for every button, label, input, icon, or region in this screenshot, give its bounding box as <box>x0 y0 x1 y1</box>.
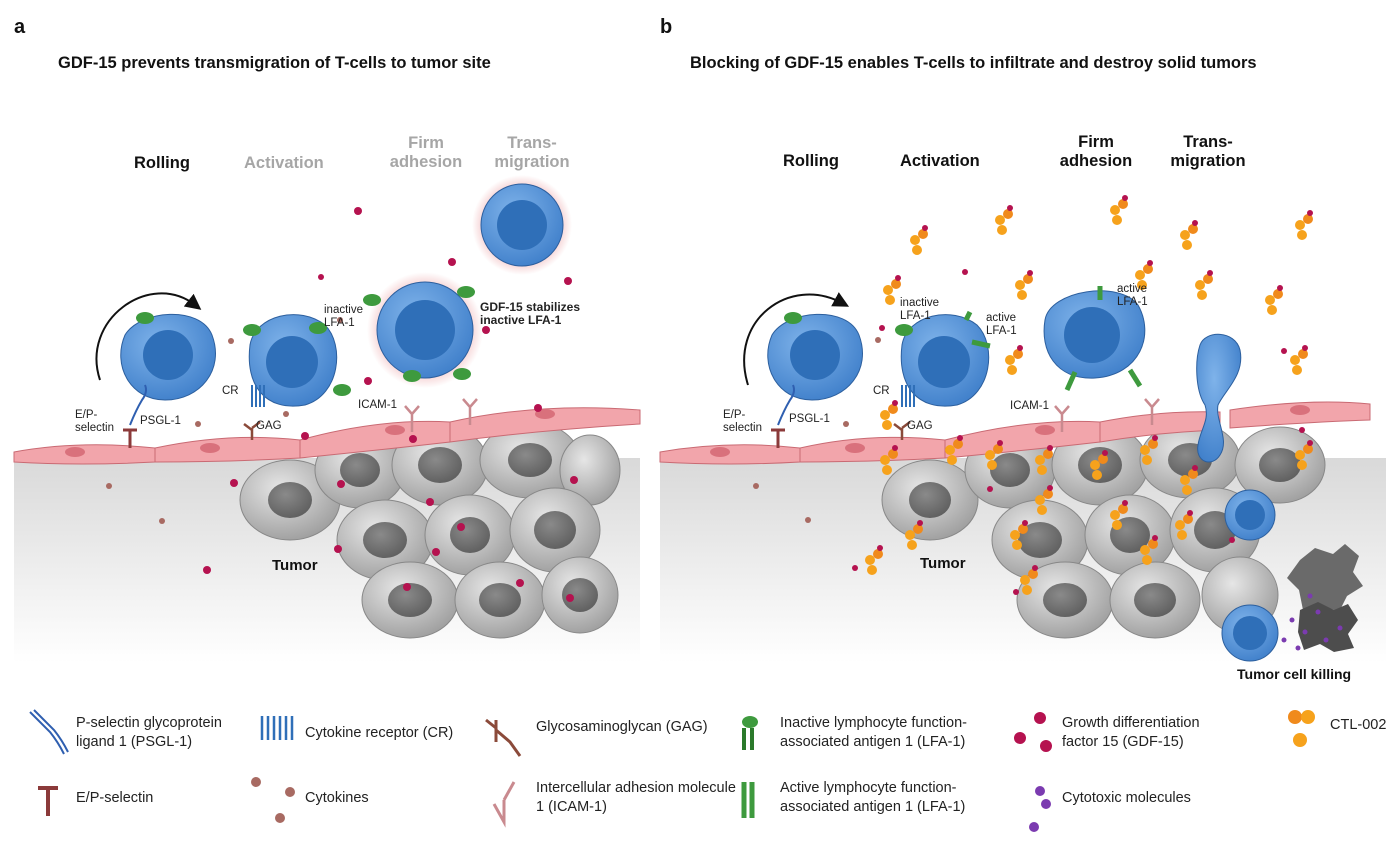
gdf15-molecules-b <box>852 269 1305 595</box>
label-cr-b: CR <box>873 385 890 397</box>
tcell-rolling-b <box>767 312 863 401</box>
legend-active-lfa1: Active lymphocyte function-associated an… <box>780 780 966 815</box>
icam1-icon <box>492 781 516 828</box>
panel-a-letter: a <box>14 16 26 38</box>
active-lfa1-icon <box>741 782 755 818</box>
stage-transmigration: Trans- migration <box>494 134 570 171</box>
label-active-lfa1-b1: active LFA-1 <box>986 312 1017 337</box>
legend-gdf15: Growth differentiation factor 15 (GDF-15… <box>1062 715 1200 750</box>
panel-a-title: GDF-15 prevents transmigration of T-cell… <box>58 54 491 72</box>
label-ep-selectin-b: E/P- selectin <box>723 409 762 434</box>
cytokine-molecules-b <box>753 337 881 523</box>
label-inactive-lfa1-b: inactive LFA-1 <box>900 297 939 322</box>
stage-firm-adhesion: Firm adhesion <box>389 134 463 171</box>
label-gdf15-note: GDF-15 stabilizes inactive LFA-1 <box>480 300 581 327</box>
tcell-rolling <box>120 312 216 401</box>
stage-rolling-b: Rolling <box>783 152 839 170</box>
gdf15-molecules <box>203 207 578 602</box>
tcell-transmigration-faded <box>472 175 572 275</box>
label-ep-selectin: E/P- selectin <box>75 409 114 434</box>
label-inactive-lfa1: inactive LFA-1 <box>324 304 363 329</box>
tumor-mass <box>239 421 621 639</box>
cytokine-receptor-icon <box>260 716 294 740</box>
label-gag: GAG <box>256 420 282 432</box>
legend-cytokines: Cytokines <box>305 790 369 806</box>
legend-psgl1: P-selectin glycoprotein ligand 1 (PSGL-1… <box>76 715 222 750</box>
tcell-firm-adhesion-b <box>1043 286 1146 392</box>
cytotoxic-molecules-icon <box>1029 786 1051 832</box>
label-active-lfa1-b2: active LFA-1 <box>1117 283 1148 308</box>
legend-inactive-lfa1: Inactive lymphocyte function-associated … <box>780 715 967 750</box>
tcell-activation <box>243 314 351 407</box>
panel-b-scene <box>659 195 1386 663</box>
tcell-firm-adhesion <box>363 272 483 388</box>
cytokine-receptor-molecule-b <box>901 385 915 407</box>
rolling-arrow-b <box>743 292 850 386</box>
label-icam1-b: ICAM-1 <box>1010 400 1049 412</box>
stage-activation-b: Activation <box>900 152 980 170</box>
tcell-infiltrating-b <box>1224 489 1276 541</box>
tcell-transmigrating-b <box>1196 333 1242 463</box>
ep-selectin-molecule <box>123 428 137 448</box>
ctl002-icon <box>1288 710 1315 747</box>
panel-b-title: Blocking of GDF-15 enables T-cells to in… <box>690 54 1257 72</box>
panel-b-letter: b <box>660 16 673 38</box>
legend-cytokine-receptor: Cytokine receptor (CR) <box>305 725 454 741</box>
cytokines-icon <box>251 777 295 823</box>
tcell-activation-b <box>895 310 991 407</box>
label-tumor-cell-killing: Tumor cell killing <box>1237 666 1352 682</box>
label-cr: CR <box>222 385 239 397</box>
stage-transmigration-b: Trans- migration <box>1170 133 1246 170</box>
gag-molecule <box>243 421 261 440</box>
psgl1-molecule <box>129 384 147 426</box>
icam1-molecule <box>404 398 478 432</box>
stage-rolling: Rolling <box>134 154 190 172</box>
psgl1-molecule-b <box>777 384 795 426</box>
cytotoxic-molecules <box>1281 593 1343 651</box>
label-icam1: ICAM-1 <box>358 399 397 411</box>
stage-activation: Activation <box>244 154 324 172</box>
ctl002-gdf15-complexes <box>865 195 1313 595</box>
legend-icons <box>29 709 1315 832</box>
label-tumor-b: Tumor <box>920 555 966 572</box>
legend-ctl002: CTL-002 <box>1330 717 1386 733</box>
ep-selectin-molecule-b <box>771 428 785 448</box>
dying-tumor-cells <box>1287 544 1363 652</box>
inactive-lfa1-icon <box>742 716 758 750</box>
gdf15-icon <box>1014 712 1052 752</box>
ep-selectin-icon <box>38 786 58 816</box>
gag-icon <box>485 718 522 757</box>
stage-firm-adhesion-b: Firm adhesion <box>1059 133 1133 170</box>
legend-ep-selectin: E/P-selectin <box>76 790 154 806</box>
icam1-molecule-b <box>1054 398 1160 432</box>
cytokine-molecules <box>106 317 343 524</box>
tcell-killing-b <box>1221 604 1279 662</box>
panel-a-scene <box>13 175 641 663</box>
rolling-arrow <box>95 292 202 381</box>
legend-icam1: Intercellular adhesion molecule 1 (ICAM-… <box>536 780 736 815</box>
legend-cytotoxic-molecules: Cytotoxic molecules <box>1062 790 1191 806</box>
cytokine-receptor-molecule <box>251 385 265 407</box>
legend-gag: Glycosaminoglycan (GAG) <box>536 719 708 735</box>
gag-molecule-b <box>893 421 911 440</box>
psgl1-icon <box>29 709 69 755</box>
label-tumor: Tumor <box>272 557 318 574</box>
label-psgl1-b: PSGL-1 <box>789 413 830 425</box>
label-gag-b: GAG <box>907 420 933 432</box>
label-psgl1: PSGL-1 <box>140 415 181 427</box>
